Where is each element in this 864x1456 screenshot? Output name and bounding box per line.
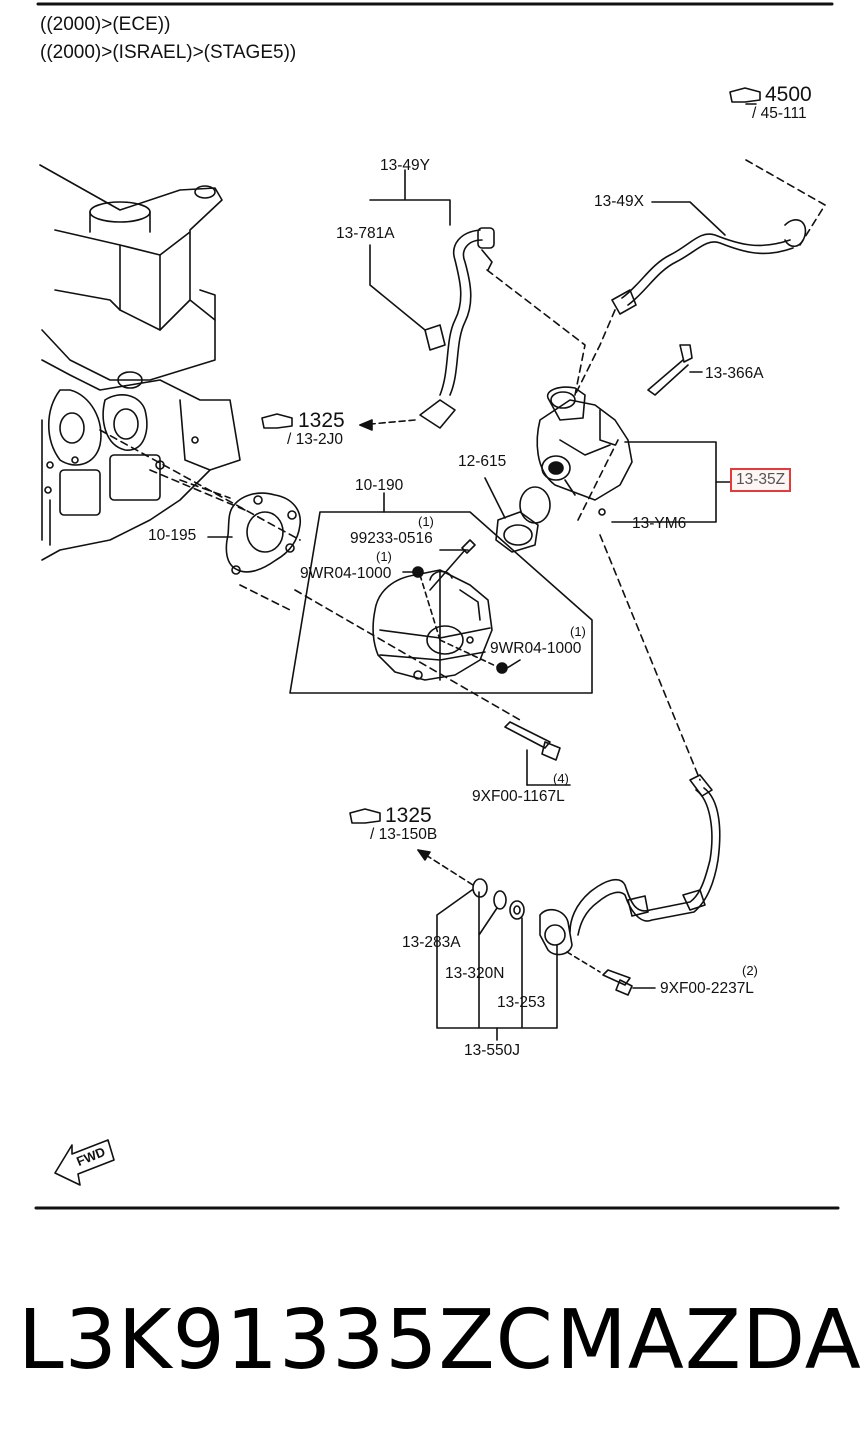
part-label-13-253[interactable]: 13-253 <box>497 994 546 1011</box>
part-label-9wr04-1000-a[interactable]: 9WR04-1000 <box>300 565 392 582</box>
dashed-align-1 <box>99 429 301 541</box>
footer-brand: MAZDA <box>556 1293 862 1388</box>
qty-9xf00-2237l: (2) <box>742 963 758 978</box>
high-pressure-pump-13-35z <box>536 386 633 516</box>
engine-block-illustration <box>39 164 241 561</box>
pointing-hand-icon <box>729 87 761 105</box>
fuel-pipe-13-49x <box>611 219 807 315</box>
part-label-13-781a[interactable]: 13-781A <box>336 225 395 242</box>
qty-99233-0516: (1) <box>418 514 434 529</box>
leader-13-49x <box>651 201 726 236</box>
adapter-12-615 <box>495 511 539 553</box>
part-label-13-ym6[interactable]: 13-YM6 <box>632 515 687 532</box>
callout-box-10-190 <box>289 511 593 694</box>
bolt-9xf00-1167l <box>504 721 571 786</box>
part-label-13-320n[interactable]: 13-320N <box>445 965 505 982</box>
gasket-10-195 <box>225 492 301 575</box>
ref-4500-number[interactable]: 4500 <box>765 83 812 106</box>
part-label-13-49x[interactable]: 13-49X <box>594 193 644 210</box>
part-label-10-190[interactable]: 10-190 <box>355 477 404 494</box>
part-label-10-195[interactable]: 10-195 <box>148 527 197 544</box>
pointing-hand-icon <box>349 808 381 824</box>
dashed-align-3 <box>294 589 521 721</box>
qty-9wr04-1000-b: (1) <box>570 624 586 639</box>
leader-12-615 <box>484 477 506 519</box>
leader-13-49y <box>369 169 451 226</box>
part-label-13-49y[interactable]: 13-49Y <box>380 157 430 174</box>
housing-cover-illustration <box>372 569 493 681</box>
fwd-arrow-icon <box>54 1139 115 1186</box>
ref-1325-a-sub[interactable]: / 13-2J0 <box>287 431 344 448</box>
part-label-99233-0516[interactable]: 99233-0516 <box>350 530 433 547</box>
leader-bracket-13-35z <box>611 441 717 523</box>
ref-1325-b-sub[interactable]: / 13-150B <box>370 826 438 843</box>
footer-part-number: L3K91335ZC <box>18 1293 554 1388</box>
applicability-line-1: ((2000)>(ECE)) <box>40 14 171 35</box>
part-label-13-366a[interactable]: 13-366A <box>705 365 764 382</box>
stud-99233-0516 <box>429 539 476 591</box>
fuel-hose-13-49y <box>419 227 495 429</box>
part-label-9xf00-2237l[interactable]: 9XF00-2237L <box>660 980 754 997</box>
part-label-13-550j[interactable]: 13-550J <box>464 1042 521 1059</box>
part-label-9xf00-1167l[interactable]: 9XF00-1167L <box>472 788 565 805</box>
fuel-pipe-assy-13-550j <box>539 774 721 956</box>
part-label-13-35z-highlighted[interactable]: 13-35Z <box>730 468 792 492</box>
ref-1325-a-number[interactable]: 1325 <box>298 409 345 432</box>
nut-9wr04-a <box>412 566 424 578</box>
qty-9xf00-1167l: (4) <box>553 771 569 786</box>
part-label-9wr04-1000-b[interactable]: 9WR04-1000 <box>490 640 582 657</box>
pointing-hand-icon <box>261 413 293 429</box>
applicability-line-2: ((2000)>(ISRAEL)>(STAGE5)) <box>40 42 297 63</box>
bolt-13-366a <box>647 344 703 396</box>
qty-9wr04-1000-a: (1) <box>376 549 392 564</box>
washers-13-283a-13-320n-13-253 <box>472 878 525 920</box>
dashed-align-2 <box>149 469 246 511</box>
ref-4500-sub[interactable]: / 45-111 <box>752 105 807 122</box>
ref-1325-b-number[interactable]: 1325 <box>385 804 432 827</box>
o-ring-13-ym6 <box>519 486 551 524</box>
part-label-13-283a[interactable]: 13-283A <box>402 934 461 951</box>
bolt-9xf00-2237l <box>566 951 656 996</box>
part-label-12-615[interactable]: 12-615 <box>458 453 507 470</box>
leader-13-781a <box>369 244 426 331</box>
